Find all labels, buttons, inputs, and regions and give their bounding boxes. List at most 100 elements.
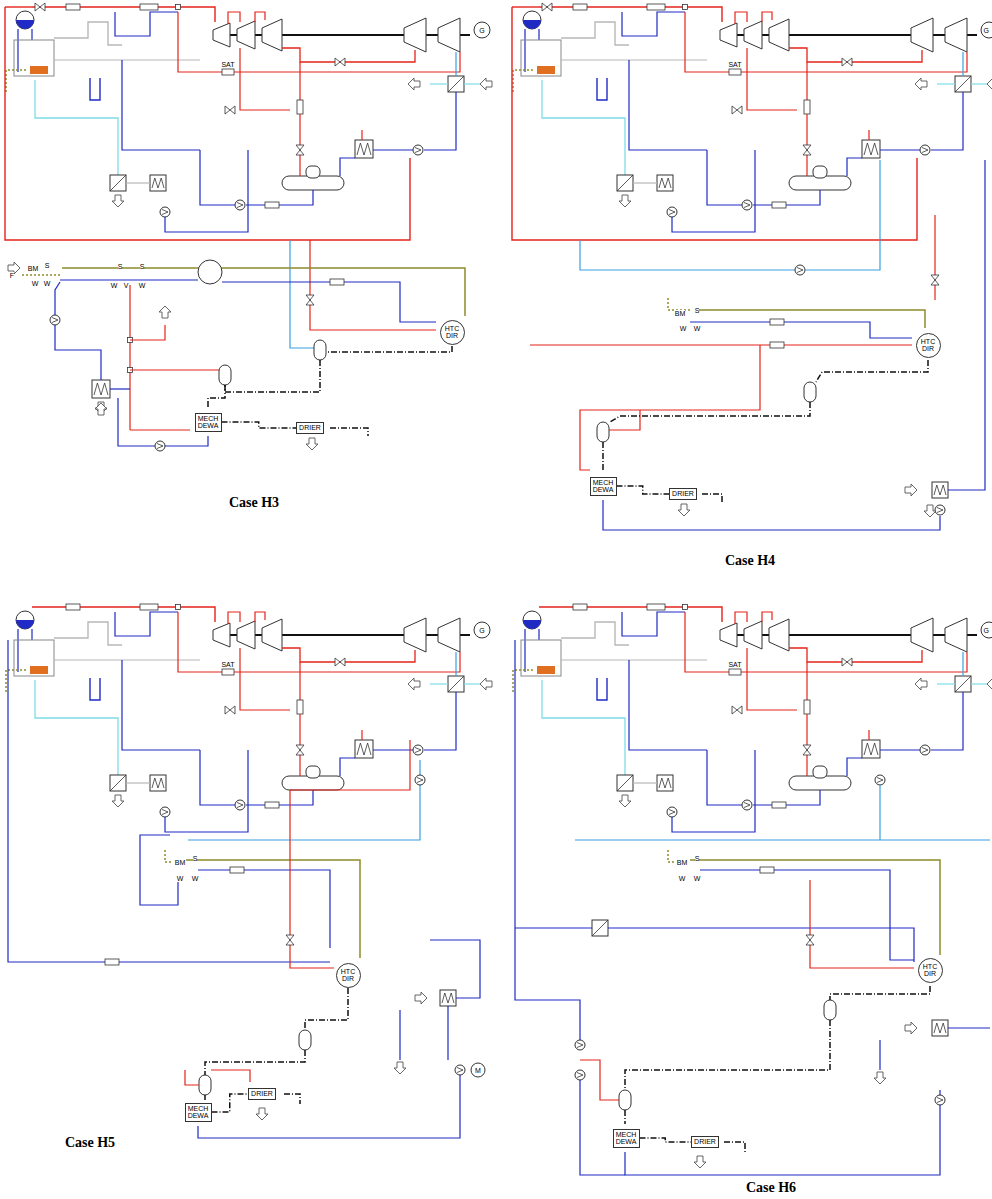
tank-symbol: [813, 166, 827, 178]
tank-symbol: [804, 382, 816, 402]
stream-arrow: [987, 78, 992, 90]
pipe: [299, 175, 300, 176]
pipe: [707, 750, 742, 805]
pump-symbol: [417, 778, 423, 783]
pipe: [762, 612, 772, 622]
generator-symbol: [474, 622, 490, 638]
symbol-label: W: [192, 875, 199, 882]
pipe: [879, 1040, 880, 1070]
drum-symbol: [523, 611, 541, 629]
turbine-symbol: [945, 18, 967, 52]
pump-symbol: [922, 748, 928, 753]
pipe: [806, 175, 807, 176]
grate-symbol: [30, 666, 48, 674]
heat-exchanger: [617, 175, 633, 191]
tank-symbol: [813, 766, 827, 778]
heat-exchanger: [357, 143, 371, 155]
stream-arrow: [306, 438, 318, 450]
pipe: [198, 870, 330, 948]
pipe: [185, 1070, 199, 1085]
pipe: [538, 29, 539, 40]
heat-exchanger: [934, 1023, 946, 1033]
pipe: [17, 629, 18, 672]
pipe: [685, 612, 967, 672]
node-label: MECH DEWA: [593, 479, 614, 494]
pipe: [868, 730, 869, 740]
pipe-component: [265, 202, 279, 208]
pipe: [455, 52, 456, 76]
pipe: [948, 160, 985, 490]
symbol-label: SAT: [728, 661, 741, 668]
pump-symbol: [795, 265, 805, 275]
symbol-label: SAT: [221, 661, 234, 668]
power-plant-block: [6, 604, 492, 832]
pipe: [753, 190, 820, 205]
pipe-component: [573, 4, 587, 10]
pump-symbol: [577, 1043, 583, 1048]
pipe-component: [222, 669, 234, 675]
pump-symbol: [455, 1065, 465, 1075]
pump-symbol: [935, 1095, 945, 1105]
heat-exchanger: [110, 775, 126, 791]
stream-arrow: [394, 1062, 406, 1074]
pipe: [204, 1095, 206, 1100]
pipe: [54, 22, 122, 45]
valve-symbol: [296, 145, 304, 155]
pipe: [580, 345, 760, 470]
pipe: [789, 48, 922, 62]
tank-symbol: [314, 340, 326, 360]
turbine-symbol: [911, 618, 933, 652]
pipe: [513, 70, 535, 92]
pipe: [629, 660, 707, 750]
pipe: [310, 240, 436, 330]
pipe: [186, 860, 360, 958]
valve-symbol: [803, 145, 811, 155]
pipe: [455, 652, 456, 676]
pipe: [810, 880, 914, 968]
valve-symbol: [335, 658, 345, 666]
pipe: [512, 6, 539, 7]
pipe: [668, 298, 690, 310]
pump-symbol: [50, 315, 60, 325]
pipe: [580, 240, 795, 270]
pipe: [597, 78, 607, 100]
stream-arrow: [256, 1108, 268, 1120]
stream-arrow: [874, 1072, 886, 1084]
drum-symbol: [16, 620, 34, 629]
pipe: [32, 7, 215, 22]
pipe: [326, 346, 452, 352]
pipe: [937, 683, 955, 684]
turbine-symbol: [911, 18, 933, 52]
stream-arrow: [408, 78, 420, 90]
pump-symbol: [415, 748, 421, 753]
grate-symbol: [30, 66, 48, 74]
junction: [176, 5, 181, 10]
heat-exchanger: [110, 175, 126, 191]
pump-symbol: [920, 145, 930, 155]
heat-exchanger: [94, 383, 108, 395]
heat-exchanger: [932, 482, 948, 498]
pipe: [110, 388, 130, 389]
pipe-component: [297, 100, 303, 114]
pipe-component: [647, 604, 665, 610]
valve-symbol: [35, 3, 45, 11]
power-plant-block: [513, 604, 992, 832]
heat-exchanger: [864, 743, 878, 755]
tank-symbol: [597, 422, 609, 442]
stream-arrow: [915, 78, 927, 90]
pump-symbol: [937, 1098, 943, 1103]
pipe: [299, 114, 300, 175]
stream-arrow: [678, 504, 690, 516]
stream-arrow: [619, 195, 631, 207]
pipe: [8, 640, 330, 962]
pipe: [690, 322, 912, 338]
pipe-component: [772, 802, 786, 808]
pipe: [140, 835, 178, 905]
pump-symbol: [162, 210, 168, 215]
pump-symbol: [575, 1040, 585, 1050]
pipe: [610, 402, 810, 422]
symbol-label: W: [694, 325, 701, 332]
pipe: [629, 60, 707, 150]
pipe: [672, 750, 755, 832]
pipe-component: [804, 700, 810, 714]
